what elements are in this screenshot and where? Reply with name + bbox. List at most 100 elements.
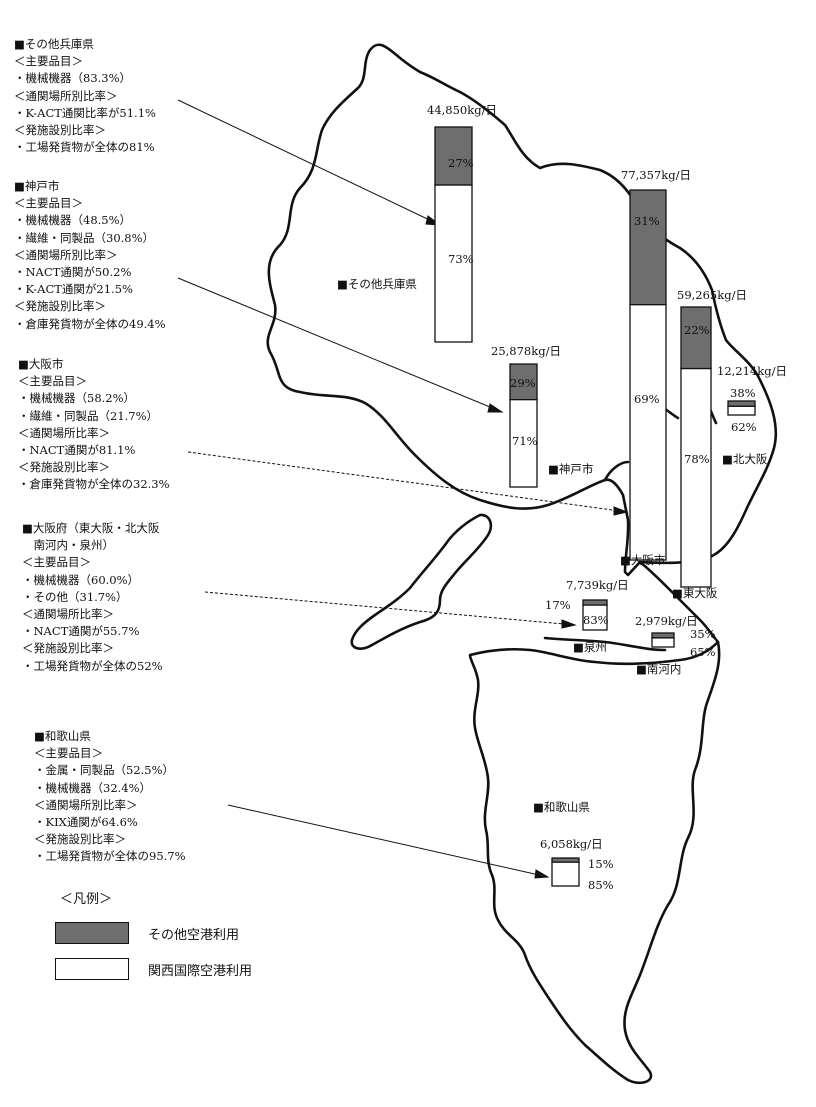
- arrowhead: [561, 619, 577, 629]
- pct-other-higashi-osaka: 22%: [684, 323, 710, 337]
- text-line: ・倉庫発貨物が全体の32.3%: [18, 477, 170, 492]
- text-line: ・倉庫発貨物が全体の49.4%: [14, 316, 166, 331]
- legend-swatch-kix: [55, 958, 129, 980]
- bar-segment-kix-osaka_city: [629, 304, 667, 561]
- bar-segment-other-higashi_osaka: [680, 306, 712, 370]
- legend-title: ＜凡例＞: [60, 892, 113, 907]
- region-label-wakayama: ■和歌山県: [533, 800, 590, 814]
- text-line: ■大阪市: [18, 357, 64, 371]
- text-line: ・機械機器（58.2%）: [18, 391, 136, 406]
- arrowhead: [534, 869, 550, 879]
- text-line: ・NACT通関が50.2%: [14, 265, 132, 280]
- text-line: ■その他兵庫県: [14, 37, 94, 51]
- text-line: ・機械機器（60.0%）: [22, 572, 140, 587]
- text-block-wakayama: ■和歌山県 ＜主要品目＞ ・金属・同製品（52.5%） ・機械機器（32.4%） ＜通関…: [34, 728, 186, 866]
- volume-label-osaka-city: 77,357kg/日: [621, 168, 691, 182]
- text-line: ＜通関場所比率＞: [22, 607, 114, 622]
- pct-other-minami-kawachi: 35%: [690, 627, 716, 641]
- pct-other-kobe: 29%: [510, 376, 536, 390]
- text-line: ＜通関場所別比率＞: [14, 88, 118, 103]
- text-line: ＜通関場所別比率＞: [14, 247, 118, 262]
- text-line: ■大阪府（東大阪・北大阪: [22, 521, 160, 535]
- text-line: ・金属・同製品（52.5%）: [34, 763, 175, 778]
- volume-label-kita-osaka: 12,214kg/日: [717, 364, 787, 378]
- text-line: ・機械機器（48.5%）: [14, 213, 132, 228]
- text-line: ＜主要品目＞: [14, 196, 83, 211]
- leader-line: [177, 99, 441, 226]
- bar-segment-other-osaka_city: [629, 189, 667, 306]
- pct-kix-kita-osaka: 62%: [731, 420, 757, 434]
- legend-label-other: その他空港利用: [148, 928, 240, 943]
- text-line: 南河内・泉州）: [22, 538, 114, 553]
- text-line: ・NACT通関が81.1%: [18, 443, 136, 458]
- leader-line: [227, 804, 549, 878]
- region-label-hyogo-other: ■その他兵庫県: [337, 277, 417, 291]
- volume-label-senshu: 7,739kg/日: [566, 578, 629, 592]
- pct-kix-minami-kawachi: 65%: [690, 645, 716, 659]
- volume-label-minami-kawachi: 2,979kg/日: [635, 614, 698, 628]
- pct-kix-hyogo-other: 73%: [448, 252, 474, 266]
- text-block-kobe: ■神戸市 ＜主要品目＞ ・機械機器（48.5%） ・繊維・同製品（30.8%） ＜通関場…: [14, 178, 166, 333]
- bar-segment-kix-hyogo_other: [434, 184, 473, 343]
- text-line: ・工場発貨物が全体の81%: [14, 140, 155, 155]
- text-line: ・NACT通関が55.7%: [22, 624, 140, 639]
- leader-line: [204, 591, 576, 626]
- text-block-osaka-city: ■大阪市＜主要品目＞・機械機器（58.2%）・繊維・同製品（21.7%）＜通関場…: [18, 356, 170, 494]
- text-line: ＜発施設別比率＞: [22, 641, 114, 656]
- bar-segment-kix-kita_osaka: [727, 405, 756, 416]
- legend-label-kix: 関西国際空港利用: [148, 964, 253, 979]
- izumi-boundary: [543, 636, 667, 652]
- bar-segment-kix-minami_kawachi: [651, 637, 675, 648]
- pct-other-kita-osaka: 38%: [730, 386, 756, 400]
- wakayama-outline: [468, 640, 721, 1085]
- volume-label-wakayama: 6,058kg/日: [540, 837, 603, 851]
- bar-segment-kix-higashi_osaka: [680, 367, 712, 588]
- text-line: ＜主要品目＞: [18, 374, 87, 389]
- bar-segment-other-senshu: [582, 599, 608, 606]
- pct-kix-wakayama: 85%: [588, 878, 614, 892]
- text-line: ・機械機器（32.4%）: [34, 780, 152, 795]
- text-block-hyogo-other: ■その他兵庫県＜主要品目＞・機械機器（83.3%）＜通関場所別比率＞・K-ACT…: [14, 36, 156, 156]
- pct-kix-osaka-city: 69%: [634, 392, 660, 406]
- text-line: ・工場発貨物が全体の95.7%: [34, 849, 186, 864]
- text-line: ・工場発貨物が全体の52%: [22, 658, 163, 673]
- text-line: ＜発施設別比率＞: [14, 299, 106, 314]
- text-line: ■和歌山県: [34, 729, 91, 743]
- text-line: ＜通関場所別比率＞: [34, 797, 138, 812]
- volume-label-kobe: 25,878kg/日: [491, 344, 561, 358]
- text-line: ・機械機器（83.3%）: [14, 71, 132, 86]
- region-label-osaka-city: ■大阪市: [620, 553, 666, 567]
- text-line: ＜主要品目＞: [34, 746, 103, 761]
- volume-label-higashi-osaka: 59,265kg/日: [677, 288, 747, 302]
- pct-kix-higashi-osaka: 78%: [684, 452, 710, 466]
- bar-segment-kix-kobe: [509, 399, 538, 488]
- pct-kix-kobe: 71%: [512, 434, 538, 448]
- pct-other-hyogo-other: 27%: [448, 156, 474, 170]
- leader-line: [187, 451, 628, 513]
- leader-line: [177, 277, 503, 413]
- text-line: ・K-ACT通関比率が51.1%: [14, 105, 156, 120]
- region-label-higashi-osaka: ■東大阪: [672, 586, 718, 600]
- text-line: ＜発施設別比率＞: [18, 460, 110, 475]
- text-line: ＜発施設別比率＞: [34, 832, 126, 847]
- bar-segment-other-minami_kawachi: [651, 632, 675, 639]
- text-line: ＜発施設別比率＞: [14, 123, 106, 138]
- pct-other-senshu: 17%: [545, 598, 571, 612]
- text-line: ・その他（31.7%）: [22, 589, 128, 604]
- text-block-osaka-pref: ■大阪府（東大阪・北大阪 南河内・泉州） ＜主要品目＞ ・機械機器（60.0%） ・そ…: [22, 520, 163, 675]
- region-label-kita-osaka: ■北大阪: [722, 452, 768, 466]
- text-line: ＜主要品目＞: [22, 555, 91, 570]
- pct-other-osaka-city: 31%: [634, 214, 660, 228]
- bar-segment-other-kita_osaka: [727, 400, 756, 407]
- pct-other-wakayama: 15%: [588, 857, 614, 871]
- region-label-senshu: ■泉州: [573, 640, 607, 654]
- hyogo-outline: [266, 43, 778, 577]
- text-line: ・KIX通関が64.6%: [34, 815, 138, 830]
- bar-segment-kix-wakayama: [551, 861, 580, 887]
- volume-label-hyogo-other: 44,850kg/日: [427, 103, 497, 117]
- text-line: ・繊維・同製品（30.8%）: [14, 230, 155, 245]
- text-line: ■神戸市: [14, 179, 60, 193]
- bar-segment-kix-senshu: [582, 604, 608, 631]
- text-line: ＜通関場所比率＞: [18, 425, 110, 440]
